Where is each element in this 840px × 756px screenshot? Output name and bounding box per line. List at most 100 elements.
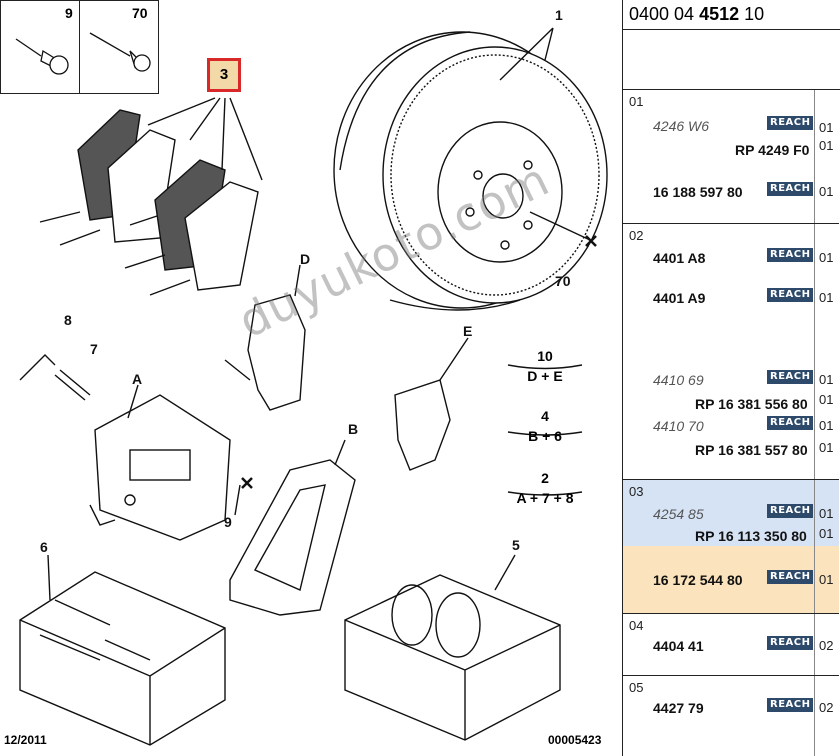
part-number[interactable]: 16 188 597 80	[653, 184, 743, 200]
divider	[814, 676, 815, 756]
reach-badge: REACH	[767, 248, 814, 262]
reach-badge: REACH	[767, 416, 814, 430]
divider	[814, 224, 815, 479]
callout-6: 6	[40, 539, 48, 555]
reach-badge: REACH	[767, 288, 814, 302]
reach-badge: REACH	[767, 182, 814, 196]
thumbnail-label-70: 70	[132, 5, 148, 21]
group-number: 04	[629, 618, 644, 633]
thumbnail-screw-70: 70	[79, 0, 159, 94]
formula-10: 10 D + E	[510, 348, 580, 384]
part-number[interactable]: 4254 85	[653, 506, 704, 522]
exploded-diagram: 9 70 3 1 70 D E 8 7 A B 9 6 5 10 D + E 4…	[0, 0, 608, 747]
guide-pin	[54, 369, 91, 401]
formula-2-result: 2	[541, 470, 549, 486]
part-number[interactable]: 4404 41	[653, 638, 704, 654]
quantity: 01	[819, 120, 834, 135]
quantity: 01	[819, 440, 834, 455]
part-number[interactable]: RP 16 113 350 80	[695, 528, 807, 544]
screw-icon	[15, 38, 69, 75]
callout-e: E	[463, 323, 473, 339]
callout-d: D	[300, 251, 311, 267]
parts-panel: 0400 04 4512 10 01 4246 W6 REACH 01 RP 4…	[622, 0, 840, 756]
formula-10-parts: D + E	[527, 368, 563, 384]
kit-box-6	[19, 554, 226, 746]
quantity: 01	[819, 250, 834, 265]
header-bold: 4512	[699, 4, 740, 24]
caliper-bracket	[229, 439, 356, 616]
part-number[interactable]: RP 16 381 557 80	[695, 442, 808, 458]
kit-box-5	[344, 554, 561, 741]
formula-10-result: 10	[537, 348, 553, 364]
header-spacer	[623, 30, 840, 90]
divider	[814, 90, 815, 223]
header-prefix: 0400 04	[629, 4, 700, 24]
brake-disc	[333, 31, 608, 311]
part-number[interactable]: 4246 W6	[653, 118, 710, 134]
quantity: 01	[819, 526, 834, 541]
quantity: 01	[819, 372, 834, 387]
group-03: 03 4254 85 REACH 01 RP 16 113 350 80 01 …	[623, 480, 839, 614]
countersunk-screw-icon	[89, 32, 151, 72]
formula-4: 4 B + 6	[510, 408, 580, 444]
callout-7: 7	[90, 341, 98, 357]
callout-5: 5	[512, 537, 520, 553]
reach-badge: REACH	[767, 116, 814, 130]
reach-badge: REACH	[767, 504, 814, 518]
shim-e	[394, 337, 469, 471]
part-number[interactable]: 4410 70	[653, 418, 704, 434]
group-number: 05	[629, 680, 644, 695]
formula-4-parts: B + 6	[528, 428, 562, 444]
part-number[interactable]: 4427 79	[653, 700, 704, 716]
quantity: 01	[819, 418, 834, 433]
group-number: 02	[629, 228, 644, 243]
group-01: 01 4246 W6 REACH 01 RP 4249 F0 01 16 188…	[623, 90, 839, 224]
group-02: 02 4401 A8 REACH 01 4401 A9 REACH 01 441…	[623, 224, 839, 480]
callout-b: B	[348, 421, 359, 437]
quantity: 01	[819, 138, 834, 153]
part-number[interactable]: RP 4249 F0	[735, 142, 810, 158]
quantity: 01	[819, 506, 834, 521]
part-number[interactable]: 16 172 544 80	[653, 572, 743, 588]
formula-4-result: 4	[541, 408, 549, 424]
thumbnail-screw-9: 9	[0, 0, 80, 94]
reach-badge: REACH	[767, 698, 814, 712]
callout-70: 70	[555, 273, 571, 289]
divider	[814, 480, 815, 613]
highlighted-callout-3[interactable]: 3	[207, 58, 241, 92]
brake-assembly-drawing	[19, 27, 608, 746]
brake-pads	[39, 97, 263, 296]
quantity: 02	[819, 700, 834, 715]
callout-1: 1	[555, 7, 563, 23]
footer-date: 12/2011	[4, 733, 47, 747]
footer-code: 00005423	[548, 733, 602, 747]
quantity: 02	[819, 638, 834, 653]
quantity: 01	[819, 290, 834, 305]
group-04: 04 4404 41 REACH 02	[623, 614, 839, 676]
shim-d	[247, 264, 306, 411]
parts-header: 0400 04 4512 10	[623, 0, 840, 30]
group-number: 03	[629, 484, 644, 499]
part-number[interactable]: RP 16 381 556 80	[695, 396, 808, 412]
formula-2: 2 A + 7 + 8	[510, 470, 580, 506]
header-suffix: 10	[739, 4, 765, 24]
group-05: 05 4427 79 REACH 02	[623, 676, 839, 756]
quantity: 01	[819, 392, 834, 407]
bleed-screw	[19, 354, 56, 381]
quantity: 01	[819, 572, 834, 587]
reach-badge: REACH	[767, 370, 814, 384]
caliper-body	[89, 384, 231, 541]
group-number: 01	[629, 94, 644, 109]
part-number[interactable]: 4401 A8	[653, 250, 706, 266]
divider	[814, 614, 815, 675]
part-number[interactable]: 4401 A9	[653, 290, 706, 306]
callout-a: A	[132, 371, 143, 387]
callout-8: 8	[64, 312, 72, 328]
reach-badge: REACH	[767, 636, 814, 650]
reach-badge: REACH	[767, 570, 814, 584]
quantity: 01	[819, 184, 834, 199]
callout-9: 9	[224, 514, 232, 530]
part-number[interactable]: 4410 69	[653, 372, 704, 388]
thumbnail-label-9: 9	[65, 5, 73, 21]
formula-2-parts: A + 7 + 8	[516, 490, 574, 506]
